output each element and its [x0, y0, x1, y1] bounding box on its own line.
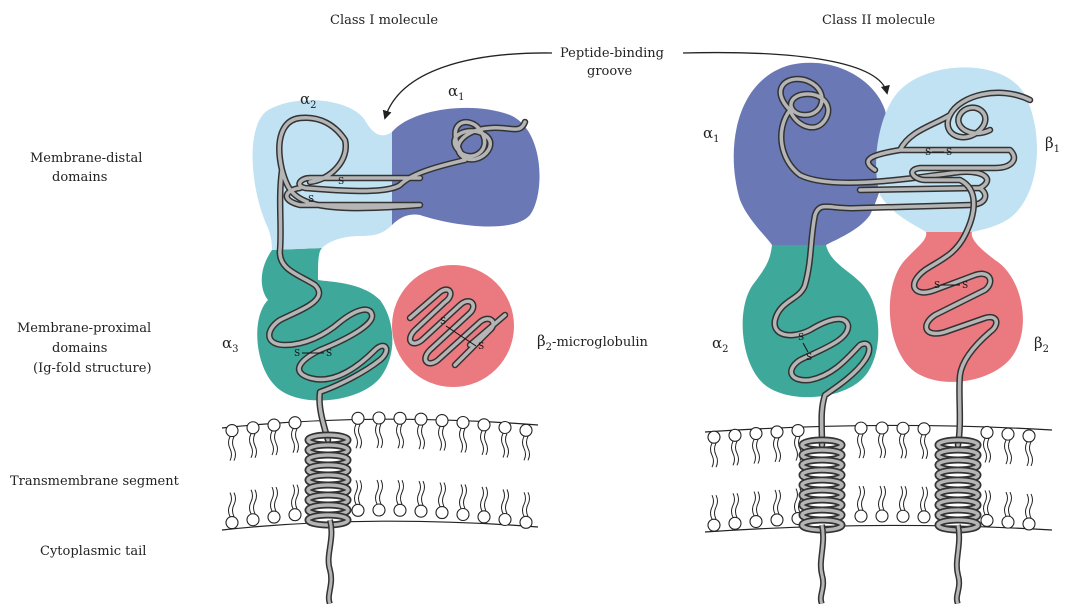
lipid-head: [750, 492, 762, 528]
disulfide-label: S: [962, 281, 968, 291]
row-label-proximal-3: (Ig-fold structure): [33, 361, 152, 376]
lipid-head: [1002, 428, 1014, 464]
groove-label-line1: Peptide-binding: [560, 46, 664, 61]
lipid-head: [855, 486, 867, 522]
lipid-head: [226, 425, 238, 461]
lipid-head: [981, 426, 993, 462]
lipid-head: [436, 483, 448, 519]
disulfide-label: S: [308, 195, 314, 205]
lipid-head: [226, 493, 238, 529]
lipid-head: [499, 489, 511, 525]
lipid-head: [1023, 494, 1035, 530]
lipid-head: [373, 412, 385, 448]
lipid-head: [897, 486, 909, 522]
class-one-beta2m-label: β2-microglobulin: [537, 332, 649, 353]
class-one-alpha3-label: α3: [222, 334, 239, 355]
row-label-cytoplasmic: Cytoplasmic tail: [40, 544, 146, 559]
lipid-head: [771, 490, 783, 526]
lipid-head: [268, 419, 280, 455]
lipid-head: [1002, 492, 1014, 528]
disulfide-label: S: [806, 353, 812, 363]
class-two-transmembrane-helices: [802, 440, 978, 530]
lipid-head: [415, 481, 427, 517]
groove-label-line2: groove: [587, 64, 633, 79]
membrane-class-one: [222, 412, 538, 530]
row-label-proximal-2: domains: [52, 341, 107, 356]
class-one-title: Class I molecule: [330, 13, 438, 28]
lipid-head: [708, 495, 720, 531]
row-label-distal-1: Membrane-distal: [30, 151, 142, 166]
class-two-beta1-label: β1: [1045, 134, 1060, 155]
lipid-head: [708, 431, 720, 467]
class-two-alpha2-label: α2: [712, 334, 729, 355]
lipid-head: [918, 423, 930, 459]
lipid-head: [247, 422, 259, 458]
disulfide-label: S: [934, 281, 940, 291]
lipid-head: [289, 485, 301, 521]
lipid-head: [436, 415, 448, 451]
disulfide-label: S: [294, 349, 300, 359]
class-two-beta2-label: β2: [1034, 334, 1049, 355]
class-two-alpha1-label: α1: [703, 124, 720, 145]
class-one-alpha2-label: α2: [300, 90, 317, 111]
lipid-head: [394, 480, 406, 516]
lipid-head: [478, 487, 490, 523]
lipid-head: [247, 490, 259, 526]
class-one-alpha1-label: α1: [448, 82, 465, 103]
lipid-head: [478, 419, 490, 455]
lipid-head: [268, 487, 280, 523]
lipid-head: [771, 426, 783, 462]
lipid-head: [1023, 430, 1035, 466]
lipid-head: [876, 486, 888, 522]
lipid-head: [981, 490, 993, 526]
disulfide-label: S: [478, 342, 484, 352]
disulfide-label: S: [440, 317, 446, 327]
lipid-head: [729, 493, 741, 529]
lipid-head: [729, 429, 741, 465]
lipid-head: [373, 480, 385, 516]
lipid-head: [750, 428, 762, 464]
class-two-title: Class II molecule: [822, 13, 936, 28]
disulfide-label: S: [946, 148, 952, 158]
lipid-head: [415, 413, 427, 449]
lipid-head: [352, 412, 364, 448]
row-label-distal-2: domains: [52, 170, 107, 185]
row-label-transmembrane: Transmembrane segment: [10, 474, 180, 489]
disulfide-label: S: [925, 148, 931, 158]
lipid-head: [897, 422, 909, 458]
disulfide-label: S: [798, 333, 804, 343]
lipid-head: [499, 421, 511, 457]
row-label-proximal-1: Membrane-proximal: [17, 321, 151, 336]
disulfide-label: S: [326, 349, 332, 359]
membrane-class-two: [705, 422, 1052, 532]
class-one-alpha1-domain: [392, 108, 540, 227]
lipid-head: [855, 422, 867, 458]
disulfide-label: S: [338, 177, 344, 187]
lipid-head: [876, 422, 888, 458]
lipid-head: [457, 417, 469, 453]
lipid-head: [520, 492, 532, 528]
class-two-alpha1-domain: [734, 63, 889, 245]
class-one-transmembrane-helix: [308, 435, 348, 525]
lipid-head: [457, 485, 469, 521]
lipid-head: [918, 487, 930, 523]
lipid-head: [289, 417, 301, 453]
lipid-head: [394, 412, 406, 448]
lipid-head: [520, 424, 532, 460]
lipid-head: [352, 480, 364, 516]
